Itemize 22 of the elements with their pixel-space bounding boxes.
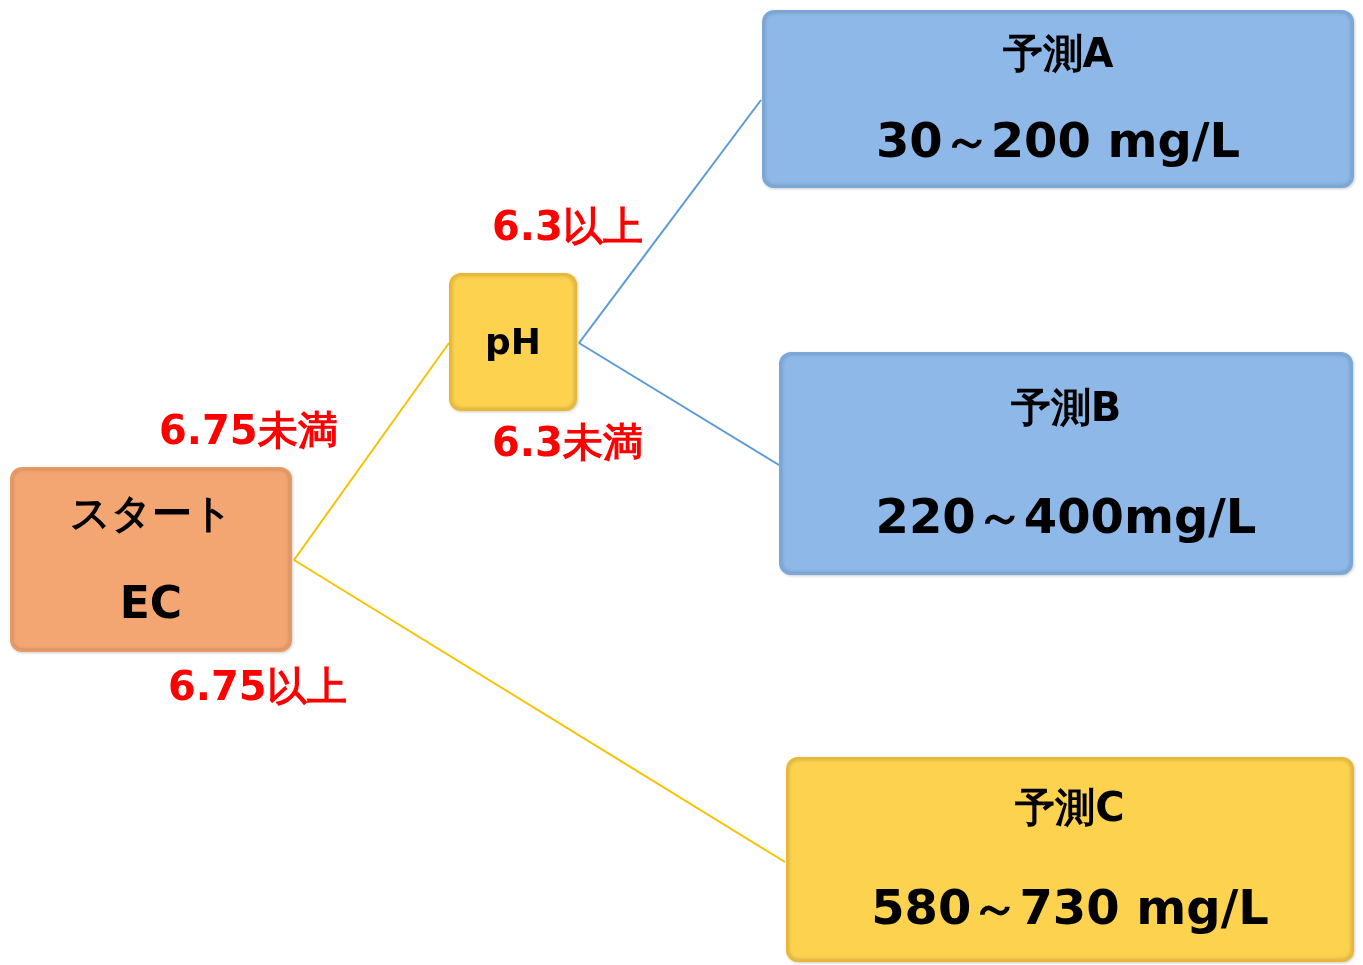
connector-line (578, 342, 780, 466)
connector-line (293, 342, 450, 561)
process-box (10, 467, 292, 652)
edge-label: 6.3以上 (492, 204, 643, 248)
process-box (786, 757, 1354, 962)
box-heading: スタート (69, 491, 233, 536)
box-heading: 予測C (1015, 785, 1125, 830)
box-text: EC (119, 579, 183, 628)
edge-label: 6.75未満 (159, 408, 338, 452)
process-box (762, 10, 1354, 188)
edge-label: 6.75以上 (168, 664, 347, 708)
box-text: 30～200 mg/L (875, 113, 1241, 167)
box-text: 220～400mg/L (875, 489, 1257, 543)
box-text: 580～730 mg/L (871, 881, 1269, 934)
process-box (779, 352, 1353, 575)
box-text: pH (485, 322, 541, 362)
box-heading: 予測A (1002, 31, 1114, 76)
connector-line (578, 99, 762, 344)
edge-label: 6.3未満 (492, 420, 643, 464)
connector-line (293, 559, 786, 863)
process-box (449, 273, 577, 411)
box-heading: 予測B (1010, 384, 1122, 429)
